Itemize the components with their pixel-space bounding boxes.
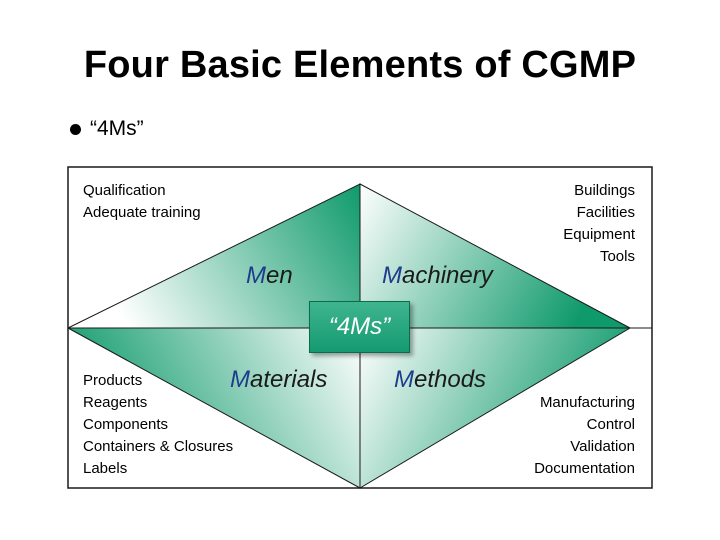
materials-note: Products [83,372,143,389]
men-label-initial: M [246,262,266,289]
materials-label-rest: aterials [250,366,328,393]
bullet-item: “4Ms” [70,117,144,141]
methods-notes: Manufacturing Control Validation Documen… [534,392,635,480]
materials-note: Containers & Closures [83,438,234,455]
men-note: Qualification [83,182,166,199]
materials-label: Materials [230,366,327,394]
machinery-note: Tools [599,248,635,265]
machinery-label-rest: achinery [402,262,493,289]
bullet-text: “4Ms” [90,117,144,140]
methods-label-initial: M [394,366,414,393]
materials-label-initial: M [230,366,250,393]
center-4ms-box: “4Ms” [309,301,410,353]
center-4ms-label: “4Ms” [328,313,391,340]
methods-note: Documentation [534,460,635,477]
methods-label-rest: ethods [414,366,487,393]
men-label: Men [246,262,293,290]
machinery-label: Machinery [382,262,493,290]
materials-note: Reagents [83,394,148,411]
machinery-note: Buildings [574,182,635,199]
methods-label: Methods [394,366,486,394]
machinery-notes: Buildings Facilities Equipment Tools [563,180,635,268]
methods-note: Manufacturing [539,394,635,411]
materials-note: Labels [83,460,128,477]
materials-note: Components [83,416,169,433]
methods-note: Control [586,416,635,433]
men-label-rest: en [266,262,293,289]
slide-title: Four Basic Elements of CGMP [83,44,637,86]
machinery-note: Facilities [576,204,635,221]
materials-notes: Products Reagents Components Containers … [83,370,233,480]
men-note: Adequate training [83,204,201,221]
bullet-dot-icon [70,123,81,135]
men-notes: Qualification Adequate training [83,180,201,224]
machinery-note: Equipment [563,226,635,243]
machinery-label-initial: M [382,262,402,289]
methods-note: Validation [570,438,635,455]
